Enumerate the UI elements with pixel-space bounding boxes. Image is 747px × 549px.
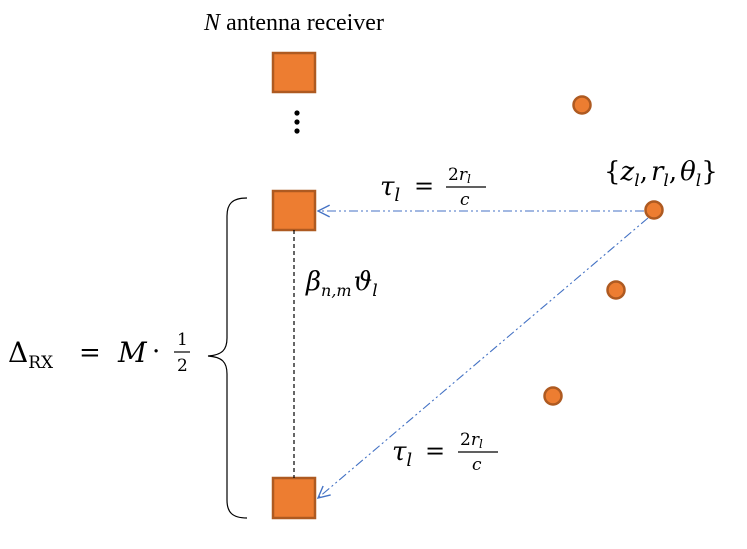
aperture-label: ΔRX = M · 1 2 [8,330,190,376]
vertical-ellipsis [294,110,300,134]
svg-text:2rl: 2rl [460,430,483,451]
phase-label: βn,mϑl [305,267,378,301]
antenna-middle [271,189,317,232]
aperture-brace [207,197,248,519]
delay-label-upper: τl = 2rl c [380,165,486,210]
svg-text:τl: τl [380,172,400,206]
svg-text:ΔRX: ΔRX [8,336,54,373]
svg-text:1: 1 [177,330,188,350]
delay-label-lower: τl = 2rl c [392,430,498,475]
scatterer-4 [543,386,563,406]
target-parameters-label: {zl,rl,θl} [604,157,718,191]
svg-text:M: M [117,336,148,369]
svg-text:=: = [414,172,434,200]
svg-text:2rl: 2rl [448,165,471,186]
svg-text:c: c [460,190,470,210]
svg-text:=: = [79,338,101,368]
svg-text:τl: τl [392,437,412,471]
svg-text:2: 2 [177,356,188,376]
title-n: N [203,10,222,36]
antenna-bottom [271,476,317,520]
scatterer-target [644,200,664,220]
antenna-top [271,51,317,94]
title-rest: antenna receiver [220,10,384,36]
svg-text:=: = [425,437,445,465]
svg-text:c: c [472,455,482,475]
diagram-title: N antenna receiver [203,10,384,36]
scatterer-1 [572,95,592,115]
path-to-antenna-bottom [318,217,649,498]
svg-text:·: · [152,337,160,367]
scatterer-3 [606,280,626,300]
